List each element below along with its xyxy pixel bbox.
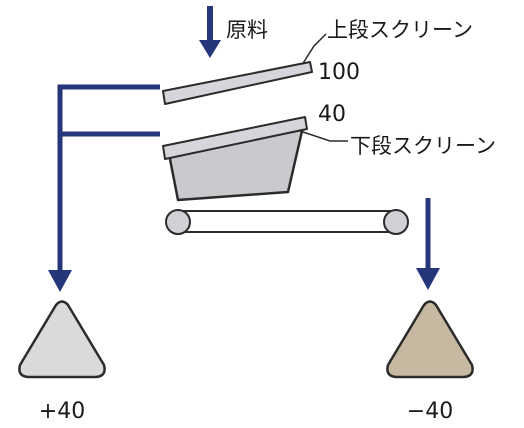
- upper-screen-label: 上段スクリーン: [327, 18, 473, 42]
- lower-mesh-label: 40: [318, 102, 346, 127]
- feed-label: 原料: [226, 18, 268, 42]
- undersize-pile: [386, 300, 474, 379]
- undersize-flow-arrow: [416, 198, 440, 290]
- conveyor-belt: [165, 209, 409, 235]
- lower-screen: [162, 116, 308, 160]
- lower-screen-leader-line: [299, 130, 348, 142]
- upper-screen: [162, 61, 313, 105]
- upper-mesh-label: 100: [318, 60, 360, 85]
- feed-arrow: [199, 6, 221, 58]
- lower-screen-label: 下段スクリーン: [350, 134, 496, 158]
- undersize-product-label: −40: [407, 399, 453, 424]
- oversize-product-label: +40: [39, 399, 85, 424]
- oversize-flow-arrow: [48, 84, 160, 292]
- oversize-pile: [18, 300, 106, 379]
- upper-screen-leader-line: [299, 33, 327, 69]
